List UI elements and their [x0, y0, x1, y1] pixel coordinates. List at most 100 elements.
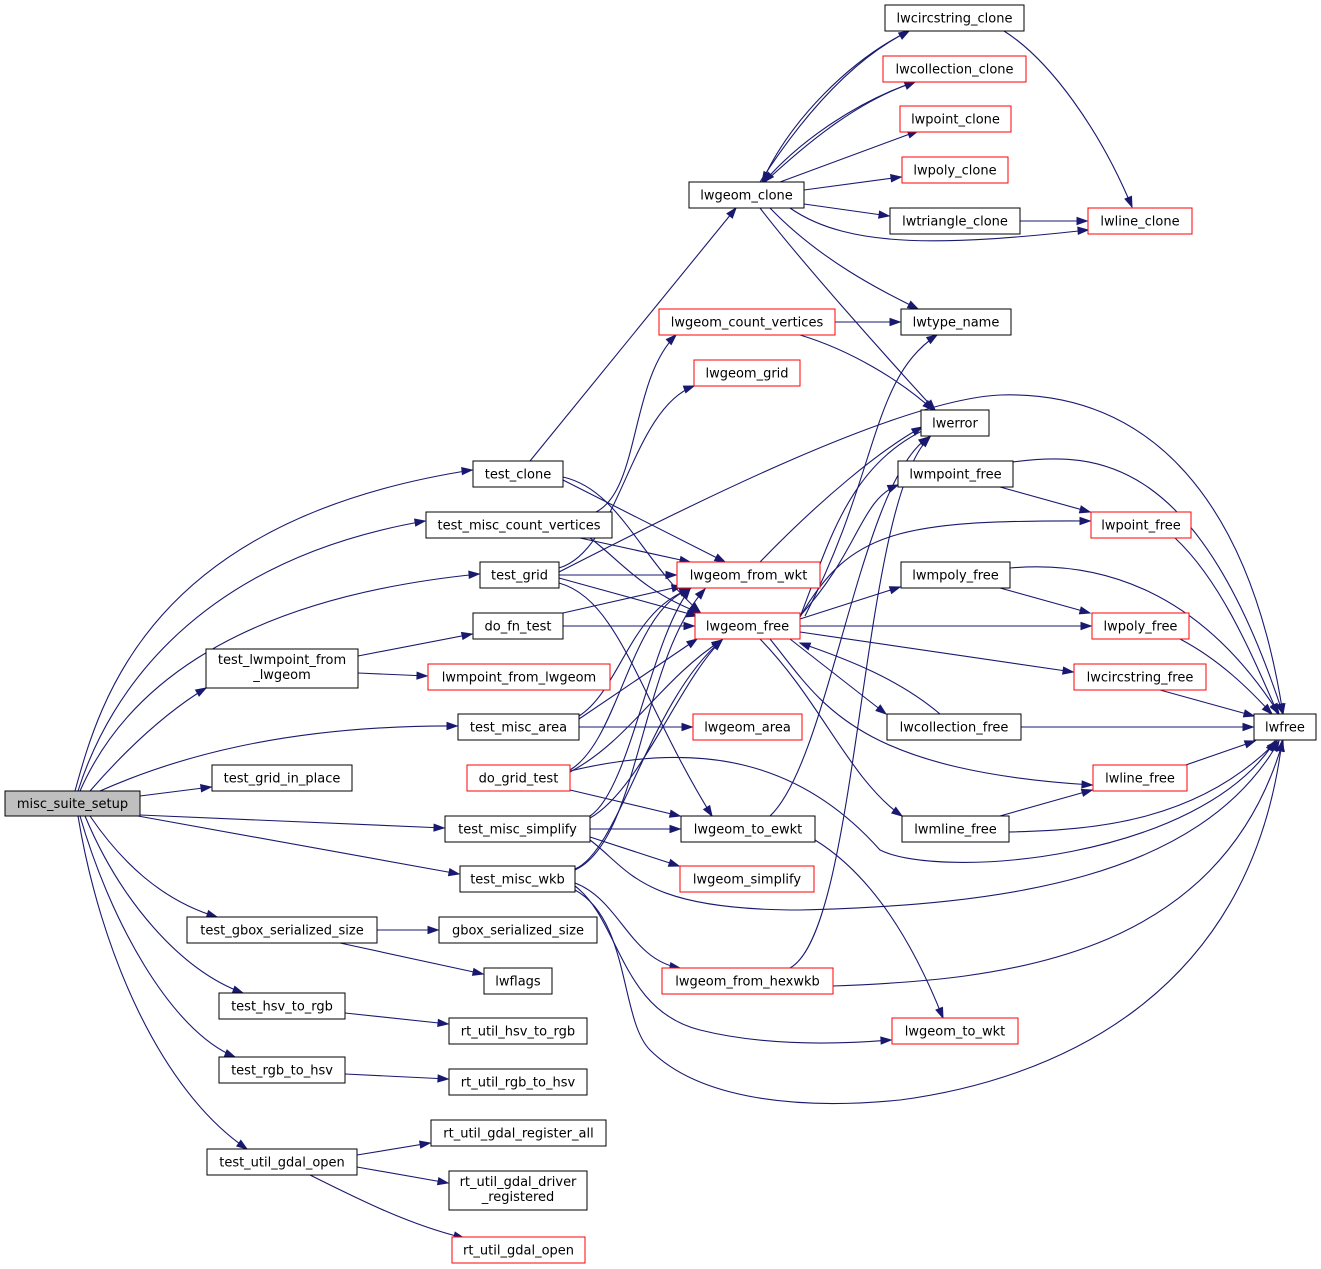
node-test-misc-wkb[interactable]: test_misc_wkb	[459, 865, 576, 893]
node-test-lwmpoint-from-lwgeom[interactable]: test_lwmpoint_from_lwgeom	[205, 648, 359, 689]
node-lwfree[interactable]: lwfree	[1253, 713, 1317, 741]
node-label: lwcollection_free	[900, 721, 1009, 736]
node-label: lwmpoint_free	[909, 468, 1001, 483]
node-label: rt_util_gdal_driver	[460, 1175, 577, 1190]
node-test-clone[interactable]: test_clone	[472, 460, 564, 488]
node-lwline-free[interactable]: lwline_free	[1092, 764, 1188, 792]
node-lwgeom-from-hexwkb[interactable]: lwgeom_from_hexwkb	[661, 967, 834, 995]
node-lwerror[interactable]: lwerror	[920, 409, 990, 437]
node-lwpoint-free[interactable]: lwpoint_free	[1090, 511, 1192, 539]
call-edge-arrowhead	[682, 385, 696, 394]
node-label: lwpoint_clone	[911, 113, 1000, 128]
call-edge	[595, 334, 677, 513]
node-gbox-serialized-size[interactable]: gbox_serialized_size	[438, 916, 598, 944]
node-lwcollection-free[interactable]: lwcollection_free	[886, 713, 1022, 741]
call-edge-arrowhead	[1275, 702, 1284, 716]
node-label: lwline_free	[1105, 772, 1175, 787]
node-rt-util-hsv-to-rgb[interactable]: rt_util_hsv_to_rgb	[448, 1017, 588, 1045]
call-edge	[356, 1142, 431, 1156]
node-lwgeom-from-wkt[interactable]: lwgeom_from_wkt	[676, 561, 821, 589]
call-edge-arrowhead	[702, 804, 713, 818]
call-edge-arrowhead	[223, 1049, 237, 1058]
node-box	[680, 815, 816, 843]
call-edge-arrowhead	[1076, 216, 1089, 226]
node-rt-util-gdal-open[interactable]: rt_util_gdal_open	[451, 1236, 586, 1264]
call-edge	[79, 573, 480, 792]
node-lwpoly-free[interactable]: lwpoly_free	[1091, 612, 1190, 640]
node-lwgeom-clone[interactable]: lwgeom_clone	[688, 181, 805, 209]
call-edge-arrowhead	[762, 171, 775, 184]
call-edge	[77, 520, 426, 792]
node-box	[658, 308, 836, 336]
node-label: lwpoly_clone	[913, 164, 996, 179]
node-lwpoint-clone[interactable]: lwpoint_clone	[899, 105, 1012, 133]
node-test-misc-simplify[interactable]: test_misc_simplify	[444, 815, 591, 843]
node-lwmpoint-from-lwgeom[interactable]: lwmpoint_from_lwgeom	[427, 663, 611, 691]
call-edge-arrowhead	[468, 570, 481, 579]
node-label: lwgeom_free	[706, 620, 789, 635]
node-rt-util-gdal-register-all[interactable]: rt_util_gdal_register_all	[430, 1119, 607, 1147]
call-edge-arrowhead	[1078, 505, 1092, 514]
call-edge-arrowhead	[446, 721, 459, 731]
call-edge	[1174, 537, 1279, 715]
call-edge	[579, 537, 691, 563]
call-edge	[1179, 638, 1273, 715]
node-test-hsv-to-rgb[interactable]: test_hsv_to_rgb	[218, 992, 346, 1020]
node-box	[4, 790, 141, 817]
node-lwgeom-to-ewkt[interactable]: lwgeom_to_ewkt	[680, 815, 816, 843]
node-label: rt_util_rgb_to_hsv	[461, 1076, 576, 1091]
call-edge-arrowhead	[667, 858, 681, 867]
call-edge-arrowhead	[205, 909, 219, 918]
node-lwgeom-free[interactable]: lwgeom_free	[694, 612, 801, 640]
node-test-grid-in-place[interactable]: test_grid_in_place	[211, 764, 353, 792]
node-lwgeom-count-vertices[interactable]: lwgeom_count_vertices	[658, 308, 836, 336]
node-label: lwmpoly_free	[912, 569, 999, 584]
node-lwmpoint-free[interactable]: lwmpoint_free	[897, 460, 1014, 488]
call-edge	[764, 81, 916, 183]
node-test-misc-count-vertices[interactable]: test_misc_count_vertices	[425, 511, 613, 539]
node-test-grid[interactable]: test_grid	[479, 561, 560, 589]
node-test-rgb-to-hsv[interactable]: test_rgb_to_hsv	[218, 1056, 346, 1084]
node-box	[430, 1119, 607, 1147]
call-edge-arrowhead	[460, 631, 474, 641]
node-box	[483, 967, 553, 995]
node-do-fn-test[interactable]: do_fn_test	[472, 612, 564, 640]
node-lwflags[interactable]: lwflags	[483, 967, 553, 995]
node-box	[693, 359, 801, 387]
node-lwgeom-area[interactable]: lwgeom_area	[692, 713, 803, 741]
node-lwgeom-simplify[interactable]: lwgeom_simplify	[679, 865, 815, 893]
node-test-misc-area[interactable]: test_misc_area	[457, 713, 580, 741]
node-label: lwgeom_grid	[705, 367, 788, 382]
node-lwtriangle-clone[interactable]: lwtriangle_clone	[889, 207, 1021, 235]
call-edge-arrowhead	[681, 722, 694, 732]
call-edge	[578, 638, 698, 720]
node-lwmline-free[interactable]: lwmline_free	[901, 815, 1010, 843]
node-lwpoly-clone[interactable]: lwpoly_clone	[901, 156, 1009, 184]
node-test-util-gdal-open[interactable]: test_util_gdal_open	[206, 1148, 358, 1176]
call-edge	[759, 638, 903, 817]
call-edge	[799, 631, 1074, 673]
call-edge-arrowhead	[798, 642, 812, 651]
node-lwgeom-grid[interactable]: lwgeom_grid	[693, 359, 801, 387]
node-lwcircstring-clone[interactable]: lwcircstring_clone	[884, 4, 1025, 32]
node-lwmpoly-free[interactable]: lwmpoly_free	[900, 561, 1011, 589]
node-lwcollection-clone[interactable]: lwcollection_clone	[882, 55, 1027, 83]
node-lwgeom-to-wkt[interactable]: lwgeom_to_wkt	[891, 1017, 1019, 1045]
node-test-gbox-serialized-size[interactable]: test_gbox_serialized_size	[186, 916, 378, 944]
node-rt-util-gdal-driver-registered[interactable]: rt_util_gdal_driver_registered	[448, 1170, 588, 1211]
node-lwcircstring-free[interactable]: lwcircstring_free	[1073, 663, 1207, 691]
node-box	[206, 1148, 358, 1176]
node-label: lwfree	[1265, 721, 1305, 736]
node-box	[899, 105, 1012, 133]
call-edge-arrowhead	[665, 333, 678, 346]
call-edge-arrowhead	[1261, 703, 1274, 716]
node-box	[205, 648, 359, 689]
node-label: test_misc_wkb	[470, 873, 565, 888]
node-rt-util-rgb-to-hsv[interactable]: rt_util_rgb_to_hsv	[448, 1068, 588, 1096]
node-lwline-clone[interactable]: lwline_clone	[1087, 207, 1193, 235]
node-box	[900, 561, 1011, 589]
node-do-grid-test[interactable]: do_grid_test	[466, 764, 571, 792]
call-edge-arrowhead	[1269, 702, 1280, 716]
node-lwtype-name[interactable]: lwtype_name	[900, 308, 1012, 336]
node-label: lwgeom_to_ewkt	[694, 823, 802, 838]
